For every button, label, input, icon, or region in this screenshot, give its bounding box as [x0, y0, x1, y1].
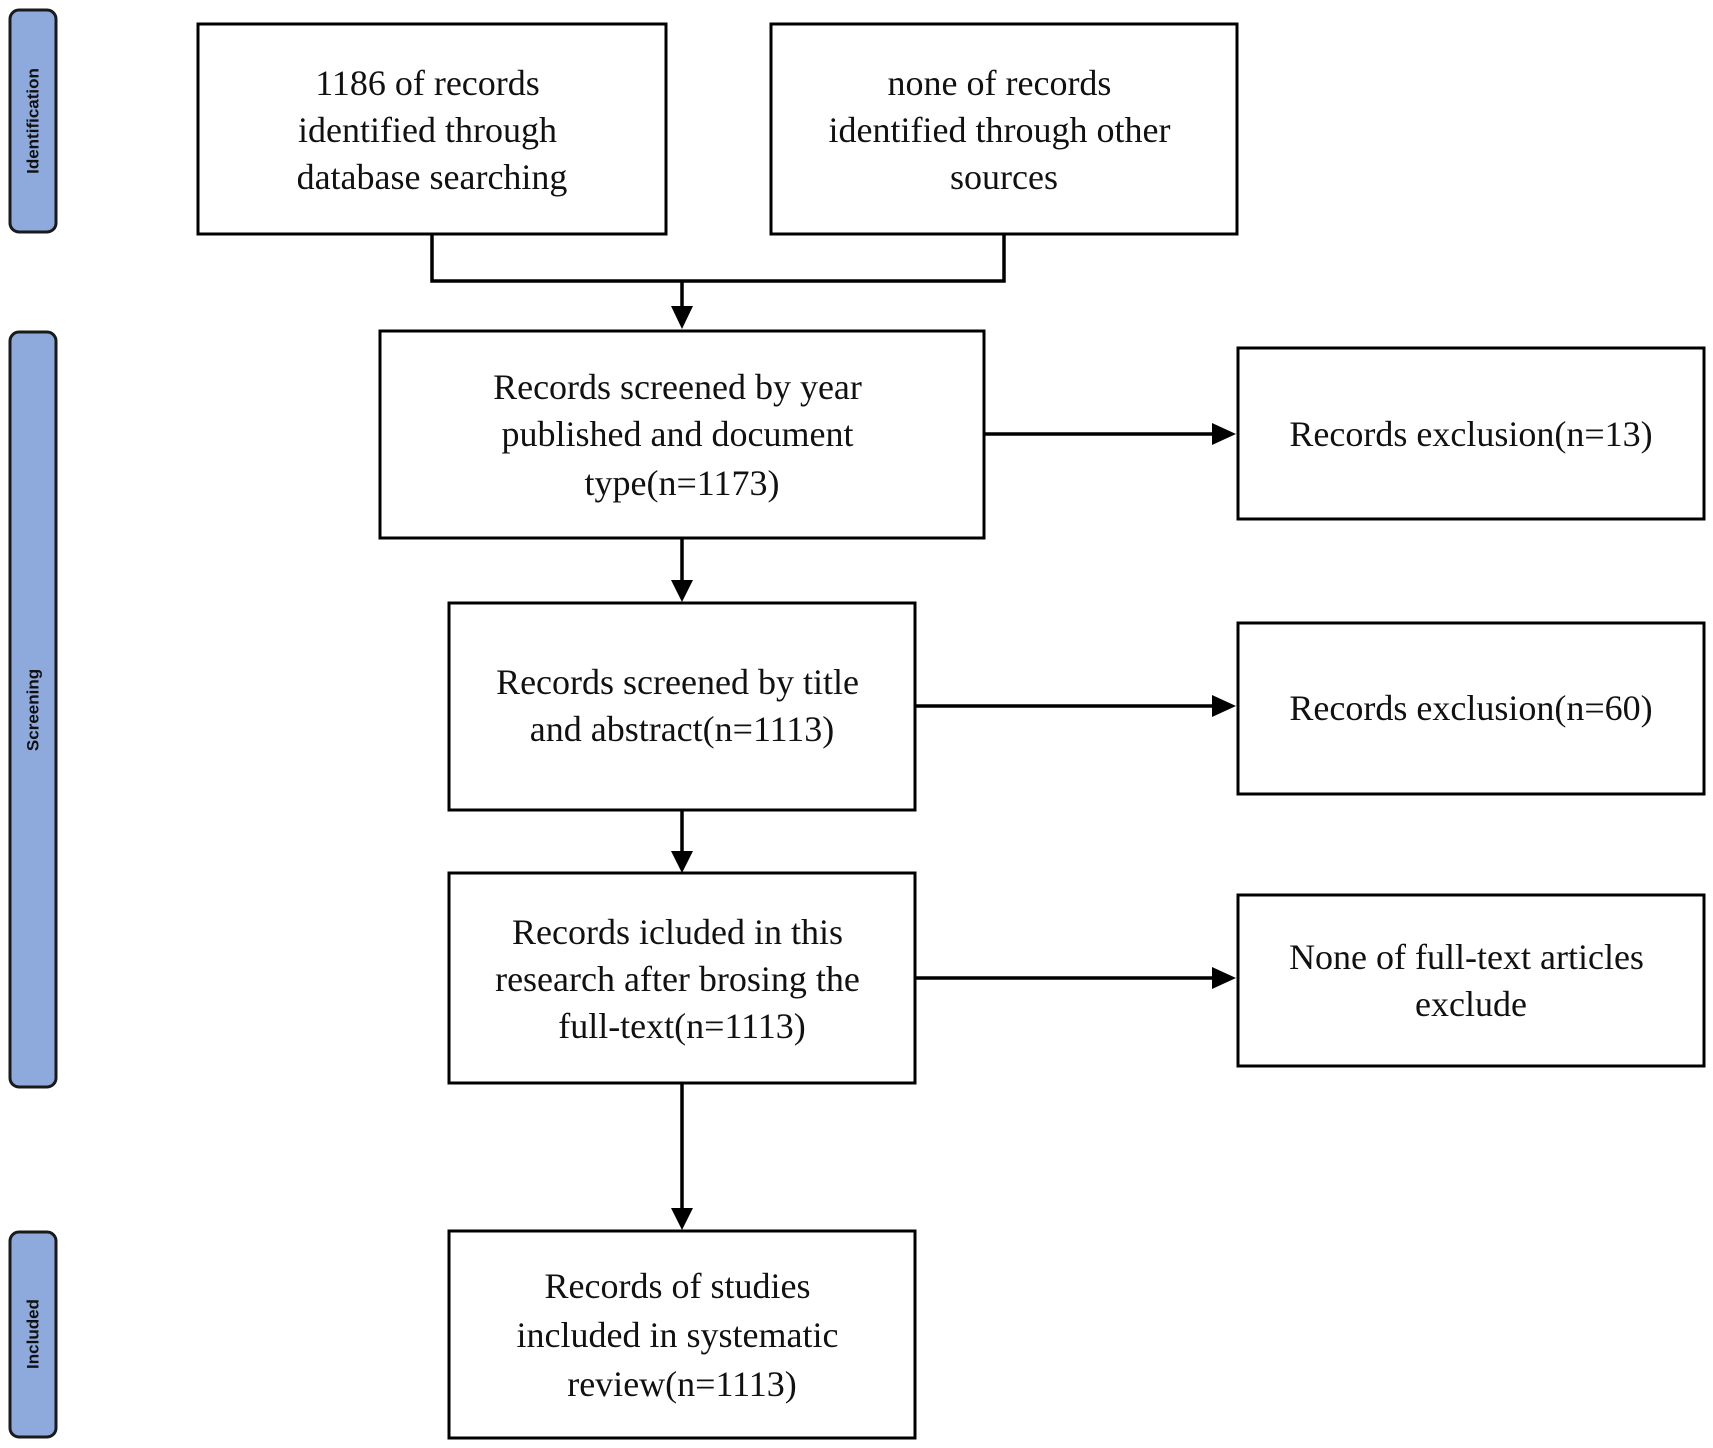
box-line: published and document	[502, 414, 854, 454]
box-fulltext-included: Records icluded in this research after b…	[447, 871, 917, 1085]
box-exclusion-title-abstract: Records exclusion(n=60)	[1236, 621, 1706, 796]
box-line: Records of studies	[545, 1266, 811, 1306]
stage-included-label: Included	[24, 1299, 43, 1369]
box-line: Records screened by year	[493, 367, 862, 407]
svg-text:Records screened by title: Records screened by title and abstract(n…	[496, 662, 868, 749]
box-line: full-text(n=1113)	[558, 1006, 806, 1046]
stage-identification: Identification	[8, 8, 58, 234]
box-line: included in systematic	[517, 1315, 839, 1355]
arrowhead-right	[1212, 695, 1236, 717]
box-line: None of full-text articles	[1289, 937, 1644, 977]
arrowhead-right	[1212, 967, 1236, 989]
arrowhead-down	[671, 580, 693, 602]
stage-included: Included	[8, 1230, 58, 1439]
box-line: Records exclusion(n=13)	[1289, 414, 1652, 454]
box-line: identified through	[298, 110, 557, 150]
svg-text:1186 of records identifi: 1186 of records identified through datab…	[297, 63, 568, 197]
box-screen-title-abstract: Records screened by title and abstract(n…	[447, 601, 917, 812]
box-line: Records icluded in this	[512, 912, 843, 952]
box-line: research after brosing the	[495, 959, 860, 999]
connectors	[430, 234, 1236, 1230]
box-other-sources: none of records identified through other…	[769, 22, 1239, 236]
box-screen-year-type: Records screened by year published and d…	[378, 329, 986, 540]
svg-text:Records exclusion(n=13): Records exclusion(n=13)	[1289, 414, 1652, 454]
box-line: exclude	[1415, 984, 1527, 1024]
svg-text:Records screened by year: Records screened by year published and d…	[493, 367, 871, 503]
arrowhead-right	[1212, 423, 1236, 445]
stage-screening: Screening	[8, 330, 58, 1089]
arrowhead-down	[671, 1208, 693, 1230]
svg-text:None of full-text articles: None of full-text articles exclude	[1289, 937, 1653, 1024]
box-line: sources	[950, 157, 1058, 197]
box-line: identified through other	[829, 110, 1171, 150]
box-line: none of records	[888, 63, 1112, 103]
merge-connector	[430, 234, 1006, 283]
box-line: 1186 of records	[315, 63, 540, 103]
svg-text:none of records identifi: none of records identified through other…	[829, 63, 1180, 197]
stage-screening-label: Screening	[24, 669, 43, 751]
box-exclusion-year-type: Records exclusion(n=13)	[1236, 346, 1706, 521]
box-line: Records exclusion(n=60)	[1289, 688, 1652, 728]
box-fulltext-excluded: None of full-text articles exclude	[1236, 893, 1706, 1068]
stage-identification-label: Identification	[24, 68, 43, 174]
svg-text:Records of studies inclu: Records of studies included in systemati…	[517, 1266, 848, 1404]
box-database-records: 1186 of records identified through datab…	[196, 22, 668, 236]
arrowhead-down	[671, 306, 693, 329]
box-line: and abstract(n=1113)	[530, 709, 835, 749]
box-studies-included: Records of studies included in systemati…	[447, 1229, 917, 1440]
arrowhead-down	[671, 851, 693, 873]
svg-text:Records exclusion(n=60): Records exclusion(n=60)	[1289, 688, 1652, 728]
box-line: database searching	[297, 157, 568, 197]
box-line: review(n=1113)	[567, 1364, 797, 1404]
box-line: type(n=1173)	[585, 463, 780, 503]
svg-text:Records icluded in this: Records icluded in this research after b…	[495, 912, 869, 1046]
box-line: Records screened by title	[496, 662, 859, 702]
